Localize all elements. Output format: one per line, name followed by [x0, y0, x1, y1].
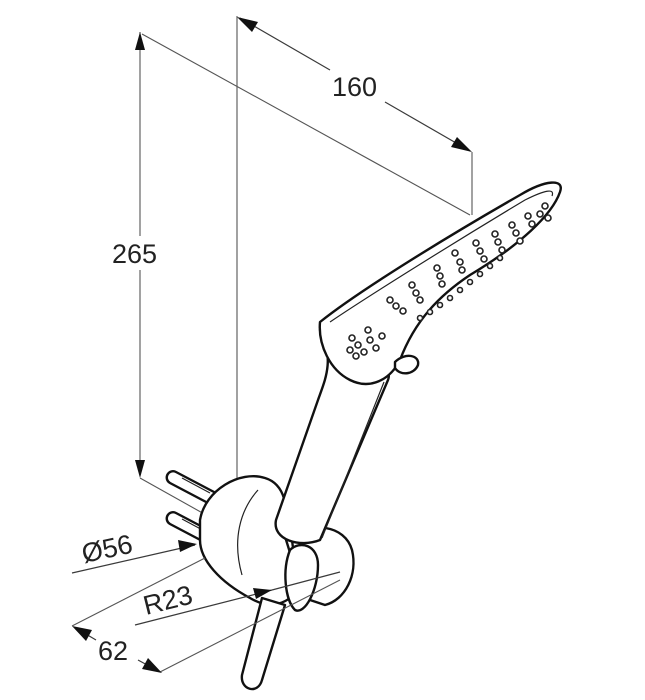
- wall-bracket: [198, 475, 355, 612]
- dimension-label-160: 160: [332, 72, 377, 102]
- dimension-265: 265: [110, 32, 471, 521]
- spray-selector-button: [393, 354, 420, 375]
- dimension-label-diameter-56: Ø56: [79, 529, 135, 569]
- hose: [240, 596, 287, 691]
- shower-head: [318, 181, 562, 386]
- dimension-label-radius-23: R23: [140, 580, 195, 621]
- dimension-label-62: 62: [98, 636, 128, 666]
- dimension-160: 160: [236, 16, 473, 480]
- dimension-label-265: 265: [112, 239, 157, 269]
- spray-nozzles: [346, 202, 552, 360]
- dimension-diameter-56: Ø56: [71, 529, 197, 574]
- dimension-62: 62: [71, 557, 341, 673]
